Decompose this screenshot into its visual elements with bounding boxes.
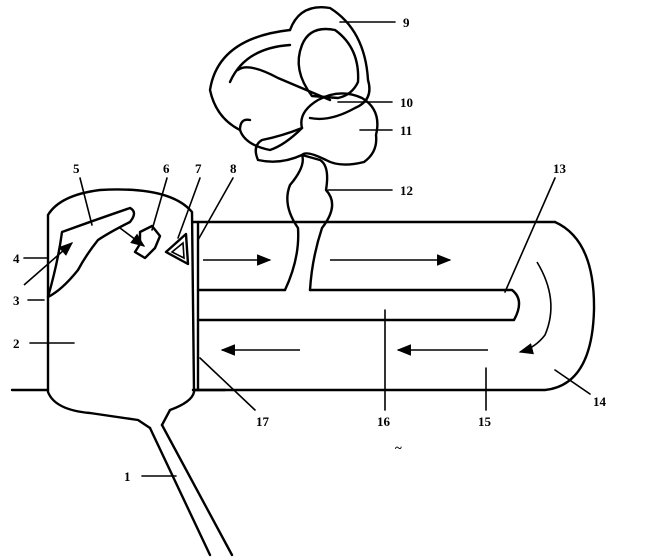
tube-1 xyxy=(148,426,212,557)
arrow-chamber-up xyxy=(23,242,74,286)
tube-bend xyxy=(191,220,596,392)
label-4: 4 xyxy=(13,251,20,266)
outer-loop-9 xyxy=(288,6,371,121)
label-15: 15 xyxy=(478,414,492,429)
chamber-10-11 xyxy=(254,92,379,166)
inner-loop-9 xyxy=(297,27,360,100)
label-9: 9 xyxy=(403,15,410,30)
left-loop-inner xyxy=(228,43,332,102)
label-3: 3 xyxy=(13,293,20,308)
leader-17 xyxy=(199,357,256,411)
label-2: 2 xyxy=(13,336,20,351)
label-6: 6 xyxy=(163,161,170,176)
leader-8 xyxy=(197,177,234,241)
leader-6 xyxy=(151,177,168,231)
lid-flap xyxy=(46,206,136,299)
left-loop-lower xyxy=(238,118,252,132)
arrow-chamber-6 xyxy=(119,227,146,247)
leader-5 xyxy=(79,177,93,226)
left-loop xyxy=(208,28,304,152)
upper-tube-inner-right xyxy=(196,288,521,322)
label-16: 16 xyxy=(377,414,391,429)
label-14: 14 xyxy=(593,394,607,409)
triangle-7 xyxy=(164,232,190,266)
label-7: 7 xyxy=(195,161,202,176)
label-8: 8 xyxy=(230,161,237,176)
leader-7 xyxy=(177,177,201,239)
label-1: 1 xyxy=(124,469,131,484)
label-12: 12 xyxy=(400,183,413,198)
leader-13 xyxy=(504,177,556,293)
tube-1-inner xyxy=(160,423,234,557)
label-13: 13 xyxy=(553,161,567,176)
chamber xyxy=(46,188,196,430)
label-10: 10 xyxy=(400,95,413,110)
triangle-7-inner xyxy=(170,241,185,260)
arrow-curve xyxy=(518,261,552,355)
leader-14 xyxy=(554,369,591,395)
label-5: 5 xyxy=(73,161,80,176)
tilde-mark: ~ xyxy=(395,440,402,455)
label-11: 11 xyxy=(400,123,412,138)
label-17: 17 xyxy=(256,414,270,429)
